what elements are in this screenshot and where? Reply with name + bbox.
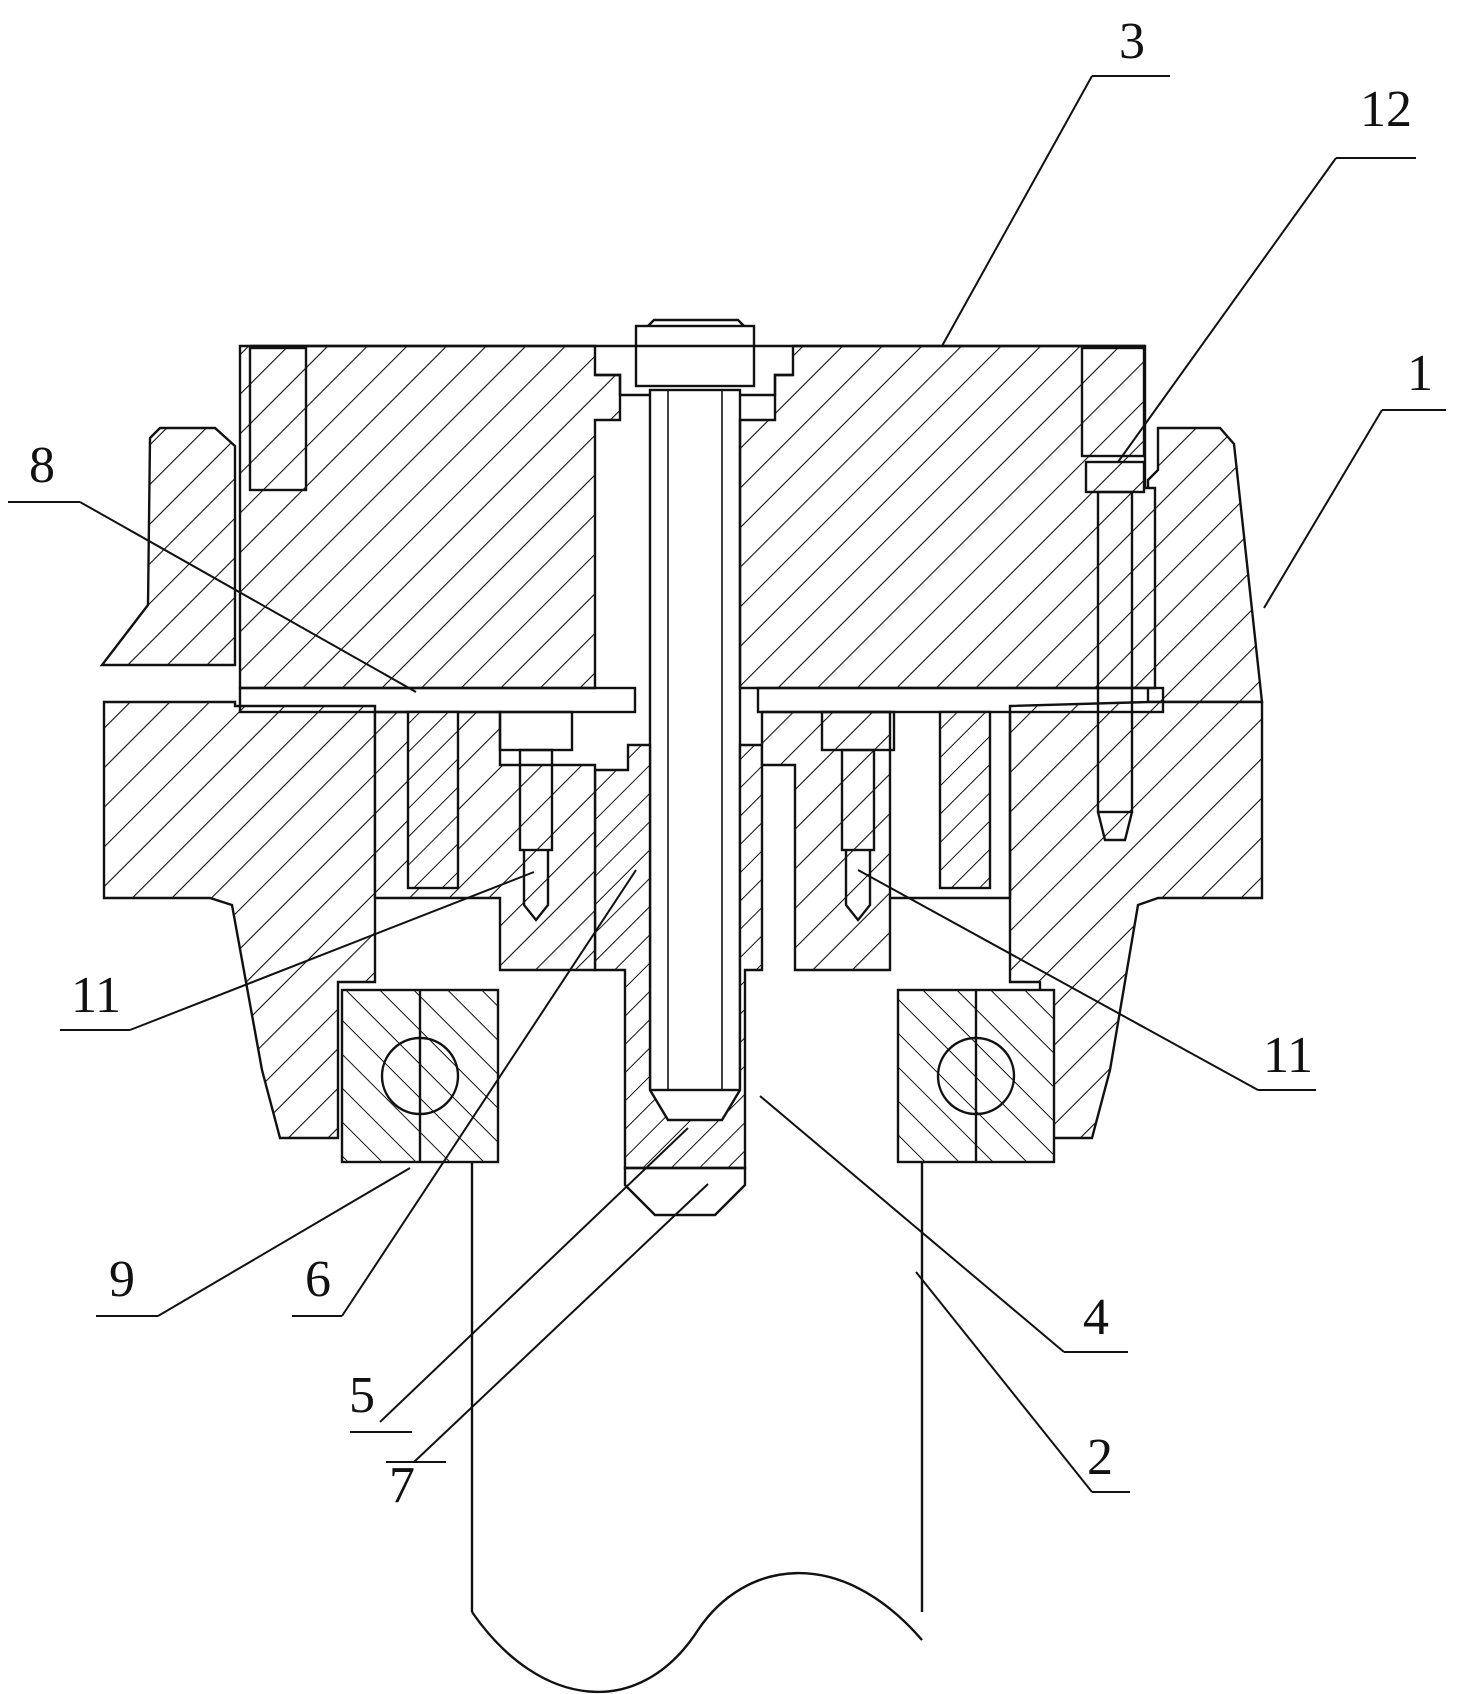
callout-6: 6 xyxy=(305,1251,331,1308)
callout-5: 5 xyxy=(349,1367,375,1424)
screw-part-12 xyxy=(1084,460,1146,842)
sleeve-part-4 xyxy=(593,743,764,1217)
callout-7: 7 xyxy=(389,1457,415,1514)
callout-labels: 3 12 1 8 11 11 9 6 5 7 4 2 xyxy=(29,13,1433,1514)
callout-11-right: 11 xyxy=(1263,1027,1313,1084)
cover-part-3 xyxy=(238,344,1157,690)
inner-hub xyxy=(373,710,1012,972)
callout-11-left: 11 xyxy=(71,967,121,1024)
callout-9: 9 xyxy=(109,1251,135,1308)
center-bolt xyxy=(595,318,793,1092)
callout-8: 8 xyxy=(29,437,55,494)
callout-2: 2 xyxy=(1087,1429,1113,1486)
shaft-part-2 xyxy=(470,1162,924,1694)
leader-lines xyxy=(8,75,1446,1493)
callout-4: 4 xyxy=(1083,1289,1109,1346)
bearing-right-part-9 xyxy=(896,988,1056,1164)
bearing-left-part-9 xyxy=(340,988,500,1164)
housing-part-1 xyxy=(99,426,1264,1140)
callout-12: 12 xyxy=(1360,81,1412,138)
callout-1: 1 xyxy=(1407,345,1433,402)
ribs xyxy=(406,710,992,890)
pins-part-11 xyxy=(498,710,896,922)
callout-3: 3 xyxy=(1119,13,1145,70)
